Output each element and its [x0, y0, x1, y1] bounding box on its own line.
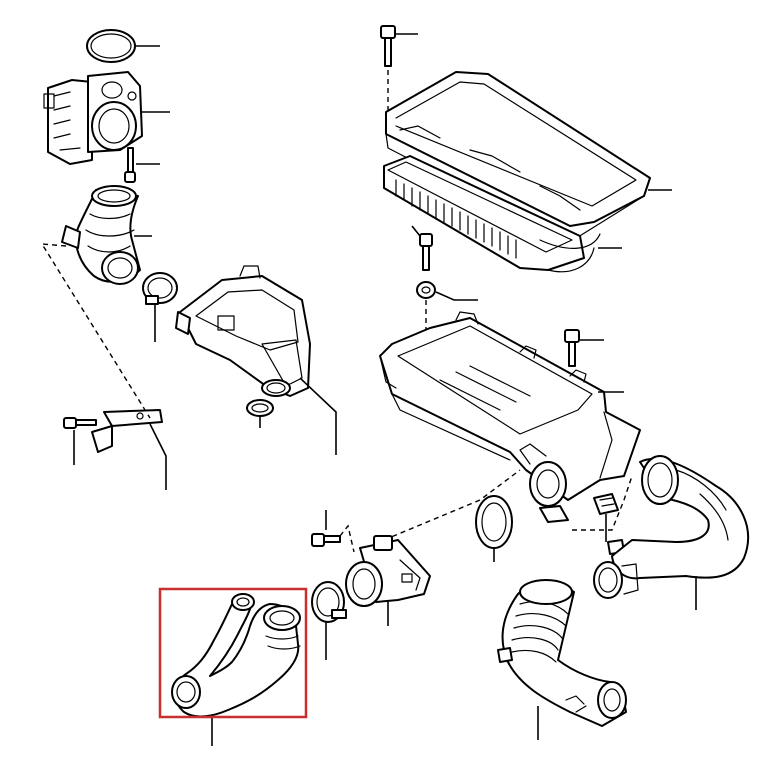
throttle-bolt[interactable]	[124, 147, 160, 183]
grommet[interactable]	[416, 281, 478, 301]
housing-gasket[interactable]	[246, 399, 274, 428]
assembly-dash-clip	[572, 475, 633, 531]
sensor-gasket-ring[interactable]	[475, 495, 513, 562]
air-filter-element[interactable]	[383, 155, 622, 273]
corrugated-intake-hose[interactable]	[497, 579, 627, 740]
twin-intake-hose[interactable]	[171, 593, 301, 746]
o-ring-top[interactable]	[86, 29, 160, 63]
grommet-bolt[interactable]	[411, 225, 433, 271]
sensor-bolt[interactable]	[311, 510, 341, 547]
air-cleaner-lower-housing[interactable]	[379, 311, 641, 523]
housing-bolt-right[interactable]	[564, 329, 604, 367]
air-cleaner-cover-bolt[interactable]	[380, 25, 418, 67]
bracket-bolt[interactable]	[63, 417, 97, 465]
assembly-dash-sensor	[339, 524, 355, 553]
mass-air-flow-housing[interactable]	[175, 265, 337, 455]
assembly-dash-sensor-housing	[383, 469, 521, 541]
air-cleaner-cover[interactable]	[385, 71, 672, 243]
air-flow-sensor[interactable]	[345, 535, 431, 626]
connector-clip[interactable]	[593, 493, 625, 555]
grommet-leader	[435, 291, 478, 301]
grommet-bolt-leader	[411, 225, 421, 237]
throttle-body[interactable]	[43, 71, 170, 165]
hose-clamp-center[interactable]	[311, 581, 347, 660]
mass-air-flow-housing-leader	[299, 377, 337, 455]
intake-duct-right[interactable]	[593, 455, 749, 610]
hose-clamp-left[interactable]	[142, 272, 178, 342]
highlight-box	[158, 587, 308, 719]
mounting-bracket-leader	[149, 423, 167, 490]
mounting-bracket[interactable]	[91, 409, 167, 490]
intake-elbow[interactable]	[61, 185, 152, 285]
